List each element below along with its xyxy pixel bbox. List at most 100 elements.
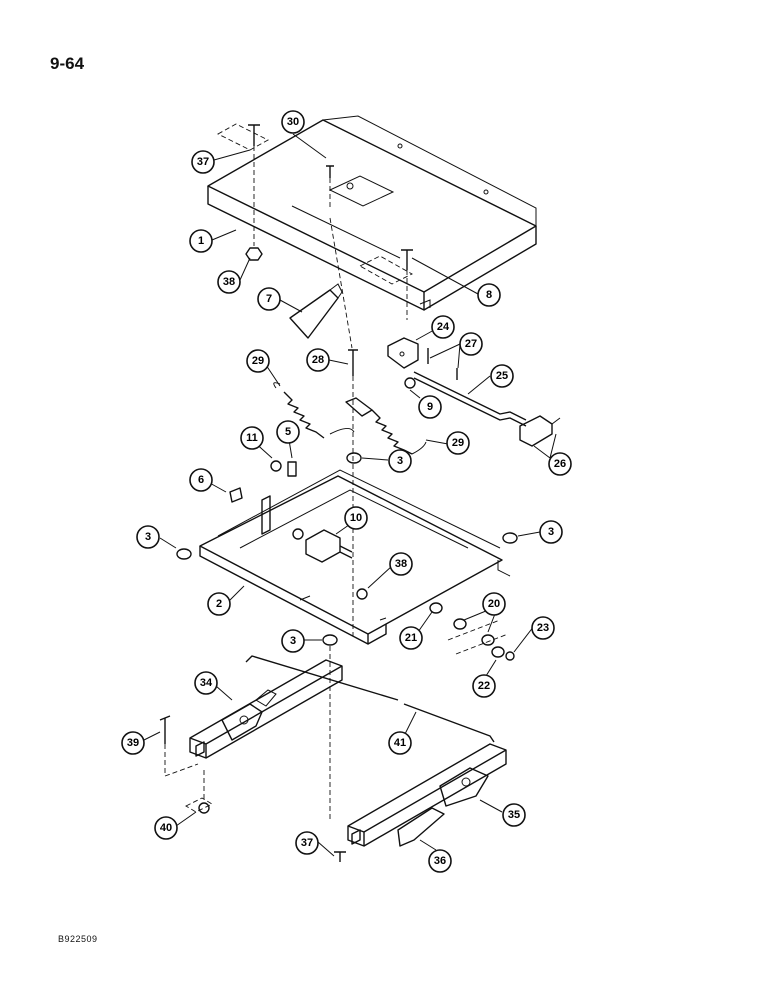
- nut-9: [404, 377, 416, 389]
- callout-35: 35: [502, 803, 526, 827]
- svg-text:8: 8: [486, 289, 492, 301]
- svg-text:36: 36: [434, 855, 446, 867]
- washer-21: [429, 602, 443, 614]
- svg-text:38: 38: [395, 558, 407, 570]
- clip-6: [229, 487, 243, 503]
- callout-22: 22: [472, 674, 496, 698]
- svg-text:30: 30: [287, 116, 299, 128]
- callout-40: 40: [154, 816, 178, 840]
- svg-text:28: 28: [312, 354, 324, 366]
- knob-26: [519, 415, 561, 447]
- svg-text:2: 2: [216, 598, 222, 610]
- svg-text:29: 29: [252, 355, 264, 367]
- bushing-3-bottom: [322, 634, 338, 646]
- callout-21: 21: [399, 626, 423, 650]
- damper-10: [292, 528, 353, 563]
- pin-27: [427, 348, 458, 380]
- svg-text:6: 6: [198, 474, 204, 486]
- svg-text:37: 37: [197, 156, 209, 168]
- callout-8: 8: [477, 283, 501, 307]
- screw-37-lower: [334, 851, 346, 862]
- bracket-24: [387, 337, 419, 369]
- svg-text:23: 23: [537, 622, 549, 634]
- svg-text:35: 35: [508, 809, 520, 821]
- nut-22: [491, 646, 505, 658]
- svg-text:3: 3: [145, 531, 151, 543]
- nut-38-upper: [245, 247, 263, 261]
- callout-27: 27: [459, 332, 483, 356]
- svg-text:40: 40: [160, 822, 172, 834]
- callout-23: 23: [531, 616, 555, 640]
- svg-text:26: 26: [554, 458, 566, 470]
- callout-11: 11: [240, 426, 264, 450]
- callout-5: 5: [276, 420, 300, 444]
- callout-7: 7: [257, 287, 281, 311]
- callout-41: 41: [388, 731, 412, 755]
- callout-9: 9: [418, 395, 442, 419]
- svg-text:38: 38: [223, 276, 235, 288]
- pin-5: [287, 461, 297, 477]
- callout-1: 1: [189, 229, 213, 253]
- bolt-8: [359, 249, 413, 320]
- svg-text:24: 24: [437, 321, 450, 333]
- bushing-3-left: [176, 548, 192, 560]
- link-plate: [345, 397, 373, 417]
- svg-text:21: 21: [405, 632, 417, 644]
- svg-text:3: 3: [290, 635, 296, 647]
- callout-29-right: 29: [446, 431, 470, 455]
- callout-39: 39: [121, 731, 145, 755]
- svg-text:29: 29: [452, 437, 464, 449]
- svg-text:27: 27: [465, 338, 477, 350]
- document-code: B922509: [58, 934, 98, 944]
- screw-28: [348, 349, 358, 376]
- callout-10: 10: [344, 506, 368, 530]
- nut-11: [270, 460, 282, 472]
- callout-3-bottom: 3: [281, 629, 305, 653]
- slide-rail-left-34: [189, 659, 343, 759]
- screw-30: [326, 165, 353, 349]
- nut-38-lower: [356, 588, 368, 600]
- callout-30: 30: [281, 110, 305, 134]
- screw-39: [159, 715, 199, 777]
- rod-41: [245, 655, 495, 743]
- svg-text:20: 20: [488, 598, 500, 610]
- svg-text:25: 25: [496, 370, 508, 382]
- nut-40: [185, 797, 213, 814]
- callout-25: 25: [490, 364, 514, 388]
- svg-text:22: 22: [478, 680, 490, 692]
- callout-28: 28: [306, 348, 330, 372]
- bushing-3-right: [502, 532, 518, 544]
- strap-7: [289, 283, 343, 339]
- callout-37-lower: 37: [295, 831, 319, 855]
- callout-24: 24: [431, 315, 455, 339]
- washer-20: [453, 618, 495, 646]
- seat-pan: [207, 115, 537, 311]
- svg-text:3: 3: [548, 526, 554, 538]
- callout-29-left: 29: [246, 349, 270, 373]
- svg-text:5: 5: [285, 426, 291, 438]
- page-number: 9-64: [50, 54, 85, 73]
- nut-23: [505, 651, 515, 661]
- svg-text:10: 10: [350, 512, 362, 524]
- svg-text:41: 41: [394, 737, 406, 749]
- callout-38: 38: [217, 270, 241, 294]
- callout-3-left: 3: [136, 525, 160, 549]
- callout-3-right: 3: [539, 520, 563, 544]
- svg-text:39: 39: [127, 737, 139, 749]
- bolt-37-upper: [217, 123, 269, 246]
- svg-text:37: 37: [301, 837, 313, 849]
- callout-26: 26: [548, 452, 572, 476]
- seat-frame: [199, 469, 511, 645]
- rod-25: [413, 371, 527, 427]
- callout-36: 36: [428, 849, 452, 873]
- svg-text:11: 11: [246, 432, 258, 444]
- spring-29-right: [371, 409, 427, 455]
- callout-34: 34: [194, 671, 218, 695]
- svg-text:3: 3: [397, 455, 403, 467]
- svg-text:1: 1: [198, 235, 204, 247]
- callout-6: 6: [189, 468, 213, 492]
- svg-text:34: 34: [200, 677, 213, 689]
- slide-rail-right-35: [347, 743, 507, 847]
- callout-38-lower: 38: [389, 552, 413, 576]
